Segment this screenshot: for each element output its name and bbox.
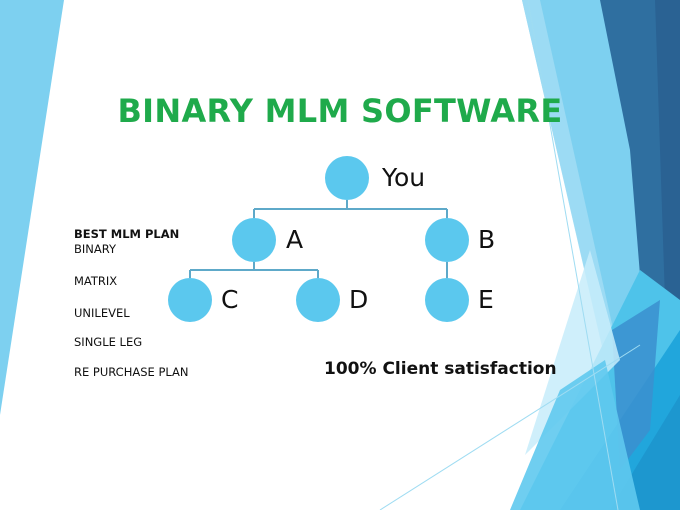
tree-nodes [168,156,469,322]
plan-item: UNILEVEL [74,306,130,320]
plan-item: RE PURCHASE PLAN [74,365,189,379]
node-label-a: A [286,225,304,254]
left-facet [0,0,64,415]
diagonal-line [379,344,641,510]
bottom-facet-light [510,360,640,510]
node-a [232,218,276,262]
node-label-b: B [478,225,496,254]
plan-item: BINARY [74,242,117,256]
node-d [296,278,340,322]
node-b [425,218,469,262]
slide-title: BINARY MLM SOFTWARE [117,92,563,130]
tree-connectors [189,200,448,278]
node-label-d: D [349,285,369,314]
node-label-e: E [478,285,494,314]
node-c [168,278,212,322]
mid-facet-blue [612,300,660,470]
plan-item: SINGLE LEG [74,335,143,349]
node-you [325,156,369,200]
node-label-you: You [382,163,426,192]
node-e [425,278,469,322]
plans-heading: BEST MLM PLAN [74,227,180,241]
pale-facet [525,250,620,455]
plan-item: MATRIX [74,274,118,288]
vertical-line [527,0,619,510]
right-facet-stripe [522,0,620,360]
client-satisfaction-tagline: 100% Client satisfaction [324,359,557,379]
node-label-c: C [221,285,239,314]
